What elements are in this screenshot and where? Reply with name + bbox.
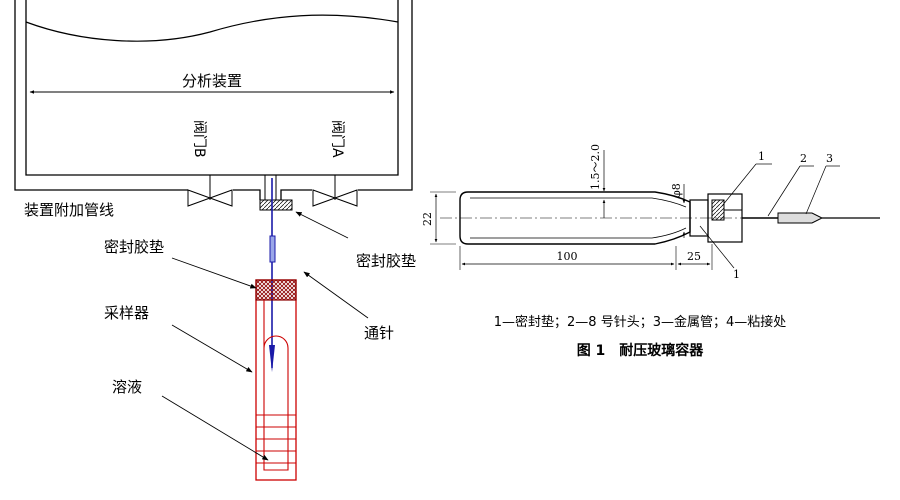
sampler-label: 采样器 bbox=[104, 304, 149, 322]
solution-level-lines bbox=[256, 414, 296, 464]
valve-b-label: 阀门B bbox=[191, 120, 207, 158]
callout-1-bottom: 1 bbox=[733, 268, 740, 281]
analyzer-inner-box bbox=[25, 0, 399, 176]
pipeline-label: 装置附加管线 bbox=[24, 201, 114, 219]
callout-1-top: 1 bbox=[758, 150, 765, 163]
callout-3: 3 bbox=[826, 152, 833, 165]
sampler-tube bbox=[255, 279, 297, 481]
left-diagram: 分析装置 阀门B 阀门A 装置附加管线 bbox=[14, 0, 416, 481]
needle-label: 通针 bbox=[364, 324, 394, 342]
callout-2: 2 bbox=[800, 152, 807, 165]
analyzer-outer-box bbox=[14, 0, 413, 200]
needle-hub bbox=[269, 235, 276, 263]
port-seal-gasket bbox=[259, 199, 293, 211]
metal-tube bbox=[777, 212, 824, 224]
valve-a-label: 阀门A bbox=[329, 120, 345, 158]
right-diagram: 22 1.5～2.0 φ8 100 25 1 2 3 1 1—密封垫；2—8 号… bbox=[421, 144, 880, 359]
dim-phi: φ8 bbox=[670, 183, 683, 198]
valve-b-symbol bbox=[187, 175, 233, 207]
inner-vial bbox=[263, 300, 289, 471]
dim-wall: 1.5～2.0 bbox=[589, 144, 602, 190]
sampler-seal-gasket bbox=[255, 279, 297, 301]
seal-pad bbox=[711, 199, 725, 221]
dim-length: 100 bbox=[557, 250, 578, 263]
dim-neck: 25 bbox=[687, 250, 701, 263]
seal-gasket-label-right: 密封胶垫 bbox=[356, 252, 416, 270]
solution-label: 溶液 bbox=[112, 378, 142, 396]
figure-caption: 图 1 耐压玻璃容器 bbox=[577, 342, 705, 359]
valve-a-symbol bbox=[312, 175, 358, 207]
dim-height: 22 bbox=[421, 212, 434, 226]
analyzer-wavy-top bbox=[25, 14, 399, 42]
analyzer-label: 分析装置 bbox=[182, 72, 242, 90]
seal-gasket-label-left: 密封胶垫 bbox=[104, 238, 164, 256]
figure-legend: 1—密封垫；2—8 号针头；3—金属管；4—粘接处 bbox=[494, 314, 787, 330]
